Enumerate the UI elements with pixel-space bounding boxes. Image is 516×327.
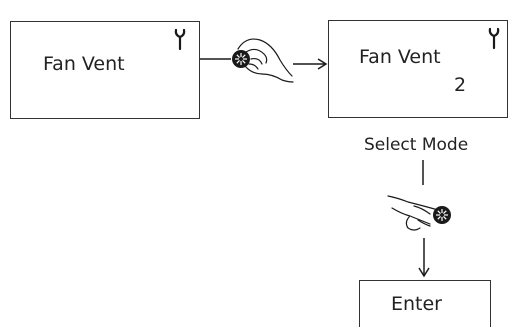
enter-screen: Enter <box>359 280 491 327</box>
arrow-down <box>418 238 430 278</box>
screen-title: Fan Vent <box>359 46 441 68</box>
press-knob-hand-icon <box>387 195 452 231</box>
arrow-right <box>293 58 328 70</box>
screen-value: 2 <box>454 74 467 96</box>
select-mode-caption: Select Mode <box>364 135 469 155</box>
wrench-icon <box>488 27 500 50</box>
wrench-icon <box>174 28 186 51</box>
display-screen-result: Fan Vent 2 <box>328 20 508 118</box>
enter-label: Enter <box>391 293 442 315</box>
display-screen-initial: Fan Vent <box>10 21 200 119</box>
rotate-knob-hand-icon <box>231 38 294 83</box>
screen-title: Fan Vent <box>43 53 125 75</box>
